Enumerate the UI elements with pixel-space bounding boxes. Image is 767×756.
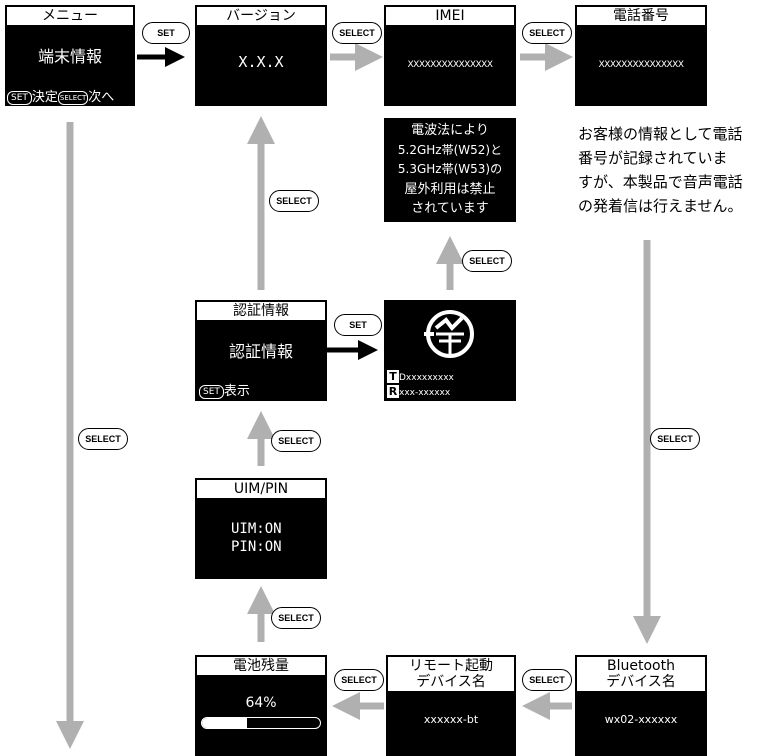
imei-value: XXXXXXXXXXXXXXX xyxy=(407,60,493,70)
select-button[interactable]: SELECT xyxy=(462,250,512,272)
set-button[interactable]: SET xyxy=(334,314,382,336)
select-button[interactable]: SELECT xyxy=(271,607,321,629)
t-label: T xyxy=(387,370,399,383)
pin-status: PIN:ON xyxy=(231,539,282,555)
screen-title: 電池残量 xyxy=(195,655,327,677)
remote-device-name: xxxxxx-bt xyxy=(423,713,479,726)
phone-number-screen: 電話番号 XXXXXXXXXXXXXXX xyxy=(575,5,707,106)
uim-pin-screen: UIM/PIN UIM:ON PIN:ON xyxy=(195,478,327,579)
menu-body: 端末情報 xyxy=(37,47,102,66)
set-key-icon: SET xyxy=(199,384,224,399)
imei-screen: IMEI XXXXXXXXXXXXXXX xyxy=(384,5,516,106)
select-button[interactable]: SELECT xyxy=(522,669,572,691)
select-button[interactable]: SELECT xyxy=(269,190,319,212)
bluetooth-device-name: wx02-xxxxxx xyxy=(604,713,678,726)
screen-title: バージョン xyxy=(195,5,327,27)
phone-note: お客様の情報として電話 番号が記録されていま すが、本製品で音声電話 の発着信は… xyxy=(578,125,743,215)
radio-notice-screen: 電波法により 5.2GHz帯(W52)と 5.3GHz帯(W53)の 屋外利用は… xyxy=(384,118,516,222)
set-key-icon: SET xyxy=(7,90,32,105)
select-button[interactable]: SELECT xyxy=(334,669,384,691)
cert-body: 認証情報 xyxy=(228,342,293,361)
select-button[interactable]: SELECT xyxy=(332,22,382,44)
uim-status: UIM:ON xyxy=(231,521,282,537)
giteki-mark-icon xyxy=(424,310,474,358)
r-label: R xyxy=(387,385,399,398)
screen-title: 認証情報 xyxy=(195,300,327,322)
screen-title: Bluetooth デバイス名 xyxy=(575,655,707,693)
phone-value: XXXXXXXXXXXXXXX xyxy=(598,60,684,70)
screen-title: UIM/PIN xyxy=(195,478,327,500)
select-button[interactable]: SELECT xyxy=(522,22,572,44)
battery-bar xyxy=(201,717,321,729)
screen-title: IMEI xyxy=(384,5,516,27)
battery-screen: 電池残量 64% xyxy=(195,655,327,756)
battery-fill xyxy=(202,718,248,728)
screen-title: 電話番号 xyxy=(575,5,707,27)
select-button[interactable]: SELECT xyxy=(650,428,700,450)
version-value: X.X.X xyxy=(238,53,284,71)
bluetooth-device-screen: Bluetooth デバイス名 wx02-xxxxxx xyxy=(575,655,707,756)
version-screen: バージョン X.X.X xyxy=(195,5,327,106)
select-button[interactable]: SELECT xyxy=(271,430,321,452)
set-button[interactable]: SET xyxy=(142,22,190,44)
battery-value: 64% xyxy=(245,695,277,711)
remote-device-screen: リモート起動 デバイス名 xxxxxx-bt xyxy=(386,655,516,756)
select-button[interactable]: SELECT xyxy=(78,428,128,450)
screen-title: メニュー xyxy=(5,5,135,27)
screen-title: リモート起動 デバイス名 xyxy=(386,655,516,693)
select-key-icon: SELECT xyxy=(57,90,89,105)
